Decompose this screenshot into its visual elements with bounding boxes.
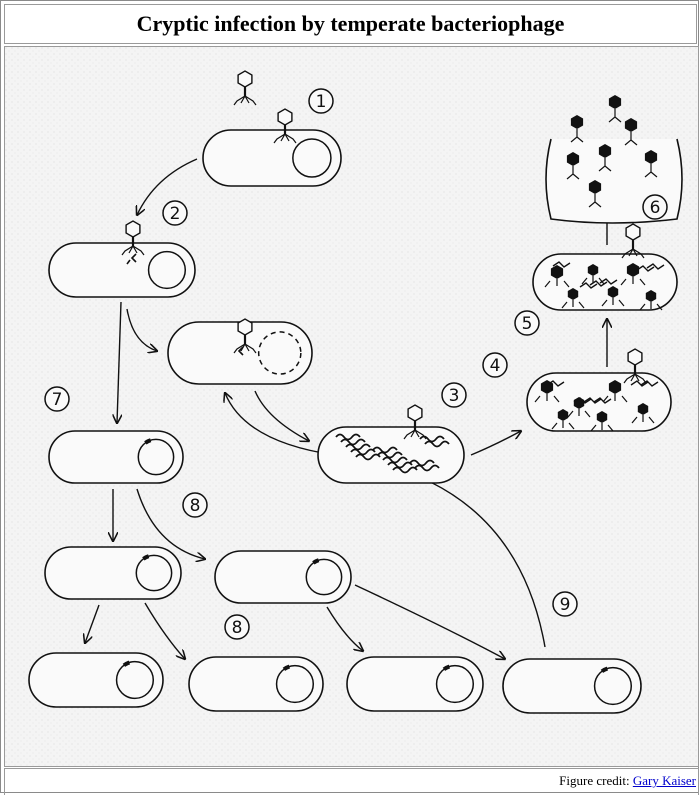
cell-wall	[347, 657, 483, 711]
bacterium	[45, 547, 181, 599]
prophage	[284, 667, 290, 670]
phage-capsid	[628, 349, 642, 365]
cell-wall	[49, 243, 195, 297]
credit-prefix: Figure credit:	[559, 773, 633, 788]
step-number: 8	[190, 496, 201, 516]
step-number: 6	[650, 198, 661, 218]
step-number: 8	[232, 618, 243, 638]
credit-cell: Figure credit: Gary Kaiser	[4, 768, 699, 795]
bacterium	[527, 373, 671, 431]
page-title: Cryptic infection by temperate bacteriop…	[137, 11, 565, 37]
step-number: 9	[560, 595, 571, 615]
step-number: 1	[316, 92, 327, 112]
bacterium	[533, 254, 677, 310]
prophage	[145, 440, 150, 443]
step-label-4: 4	[483, 353, 507, 377]
cell-wall	[215, 551, 351, 603]
credit-link[interactable]: Gary Kaiser	[633, 773, 696, 788]
phage-capsid	[626, 224, 640, 240]
bacterium	[318, 427, 464, 483]
phage-capsid	[238, 71, 252, 87]
step-number: 2	[170, 204, 181, 224]
title-cell: Cryptic infection by temperate bacteriop…	[4, 4, 697, 44]
step-label-8: 8	[225, 615, 249, 639]
bacterium	[189, 657, 323, 711]
step-label-8: 8	[183, 493, 207, 517]
phage-capsid	[278, 109, 292, 125]
bacterium	[503, 659, 641, 713]
cell-wall	[189, 657, 323, 711]
step-label-2: 2	[163, 201, 187, 225]
prophage	[143, 556, 148, 559]
step-label-5: 5	[515, 311, 539, 335]
prophage	[124, 663, 130, 666]
bacterium	[215, 551, 351, 603]
step-number: 4	[490, 356, 501, 376]
prophage	[444, 667, 450, 670]
step-label-1: 1	[309, 89, 333, 113]
prophage	[602, 669, 608, 672]
phage-capsid	[126, 221, 140, 237]
step-number: 5	[522, 314, 533, 334]
cell-wall	[49, 431, 183, 483]
step-label-9: 9	[553, 592, 577, 616]
phage-life-cycle-diagram: 1 2 3 4 5 6 7 8 8 9	[5, 47, 698, 766]
prophage	[313, 560, 318, 563]
phage-capsid	[238, 319, 252, 335]
figure-credit: Figure credit: Gary Kaiser	[559, 773, 696, 789]
cell-wall	[29, 653, 163, 707]
bacterium	[29, 653, 163, 707]
cell-wall	[203, 130, 341, 186]
figure-cell: 1 2 3 4 5 6 7 8 8 9	[4, 46, 699, 767]
step-label-7: 7	[45, 387, 69, 411]
bacterium	[49, 431, 183, 483]
bacterium	[203, 130, 341, 186]
phage-capsid	[408, 405, 422, 421]
cell-wall	[45, 547, 181, 599]
step-label-3: 3	[442, 383, 466, 407]
step-number: 3	[449, 386, 460, 406]
step-label-6: 6	[643, 195, 667, 219]
step-number: 7	[52, 390, 63, 410]
bacterium	[347, 657, 483, 711]
bacterium	[49, 243, 195, 297]
cell-wall	[503, 659, 641, 713]
